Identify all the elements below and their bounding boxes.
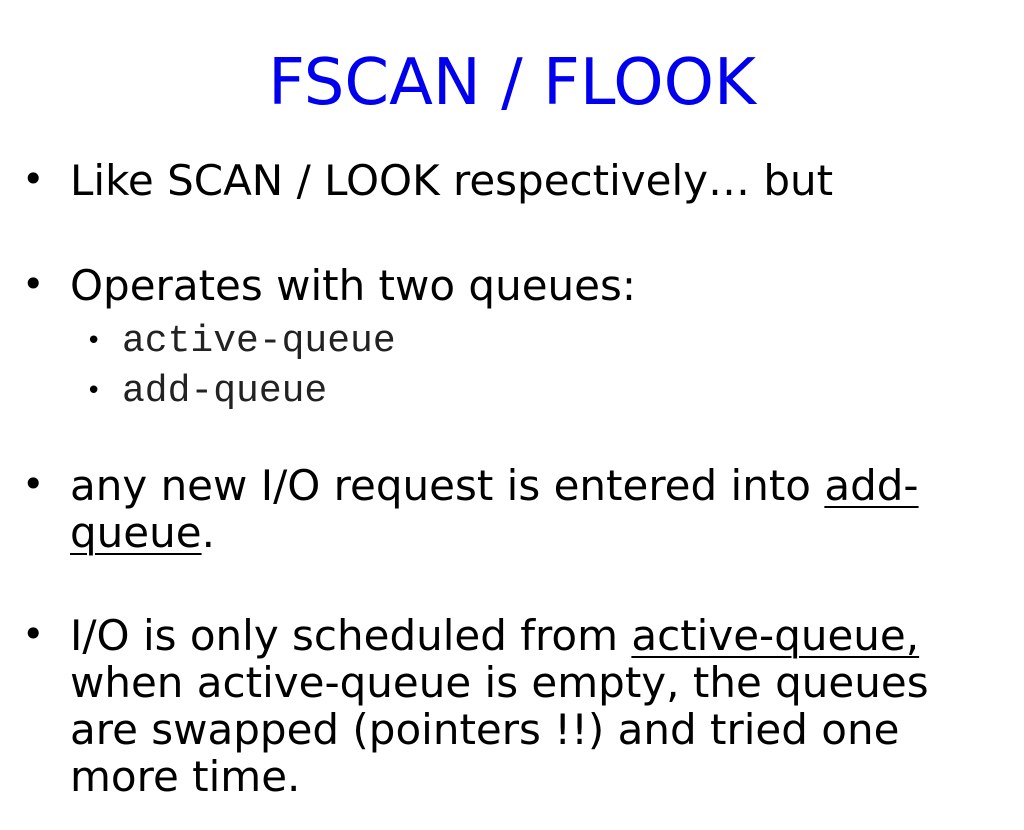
bullet-4-text: I/O is only scheduled from: [70, 611, 632, 660]
bullet-marker: •: [22, 157, 45, 201]
bullet-2-text: Operates with two queues:: [70, 261, 637, 310]
bullet-4-line-1: I/O is only scheduled from active-queue,: [70, 612, 1010, 659]
bullet-4-line-2: when active-queue is empty, the queues: [70, 658, 929, 707]
bullet-4-underlined: active-queue,: [631, 611, 920, 660]
slide-title: FSCAN / FLOOK: [268, 46, 756, 120]
bullet-3-underlined-2: queue: [70, 508, 202, 557]
bullet-marker: •: [22, 612, 45, 656]
bullet-marker: •: [22, 262, 45, 306]
bullet-3-end: .: [201, 508, 215, 557]
sub-bullet-active-queue: active-queue: [122, 320, 396, 363]
bullet-4-line-4: more time.: [70, 752, 301, 801]
sub-bullet-marker: •: [86, 326, 102, 356]
bullet-4-line-3: are swapped (pointers !!) and tried one: [70, 705, 900, 754]
bullet-3-text: any new I/O request is entered into: [70, 461, 825, 510]
bullet-1-text: Like SCAN / LOOK respectively… but: [70, 156, 834, 205]
sub-bullet-marker: •: [86, 376, 102, 406]
sub-bullet-add-queue: add-queue: [122, 370, 328, 413]
bullet-3-line-1: any new I/O request is entered into add-: [70, 462, 1010, 509]
bullet-3-underlined-1: add-: [824, 461, 919, 510]
bullet-3-line-2: queue.: [70, 509, 1010, 556]
bullet-marker: •: [22, 462, 45, 506]
